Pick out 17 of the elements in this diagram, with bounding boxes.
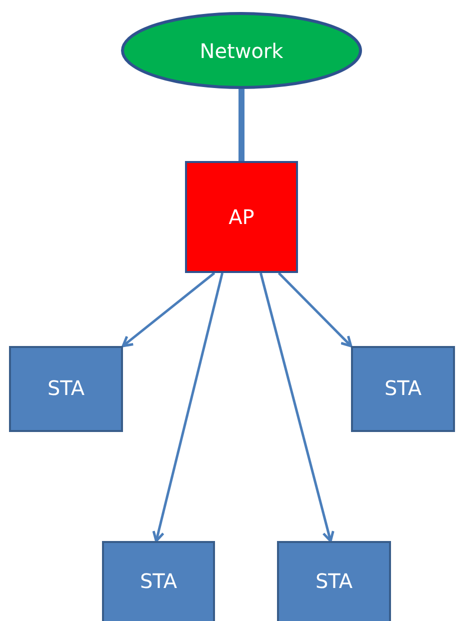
arrow (152, 272, 224, 542)
connector-line (238, 89, 244, 161)
arrow (278, 272, 352, 348)
arrow (260, 272, 334, 542)
node-label: STA (315, 569, 353, 593)
station-box (277, 541, 391, 621)
network-ellipse (121, 12, 362, 89)
station-box (9, 346, 123, 432)
node-label: STA (140, 569, 178, 593)
node-label: STA (384, 376, 422, 400)
arrow (122, 272, 216, 348)
node-label: Network (200, 38, 284, 62)
node-label: AP (228, 205, 254, 229)
node-label: STA (47, 376, 85, 400)
station-box (351, 346, 455, 432)
access-point-box (185, 161, 298, 273)
station-box (102, 541, 215, 621)
